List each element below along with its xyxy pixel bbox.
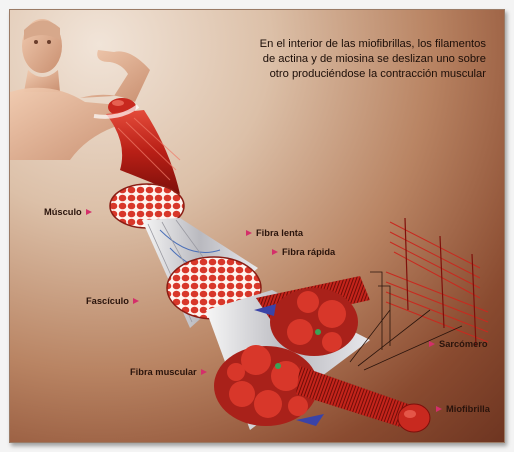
label-miofibrilla: Miofibrilla <box>436 404 490 414</box>
label-fibra-muscular-text: Fibra muscular <box>130 367 197 377</box>
muscle-fiber-bundle <box>206 276 370 430</box>
muscle-strand <box>93 104 181 194</box>
label-musculo: Músculo <box>44 207 92 217</box>
sarcomere-filaments <box>349 217 489 371</box>
arrow-right-icon <box>436 406 442 412</box>
arrow-right-icon <box>200 369 207 375</box>
arrow-right-icon <box>272 249 278 255</box>
label-miofibrilla-text: Miofibrilla <box>446 404 490 414</box>
arrow-right-icon <box>429 341 435 347</box>
label-fibra-lenta-text: Fibra lenta <box>256 228 304 238</box>
myofibril-strand <box>296 366 431 433</box>
label-fibra-muscular: Fibra muscular <box>130 367 207 377</box>
label-fibra-rapida-text: Fibra rápida <box>282 247 336 257</box>
human-figure <box>10 19 150 160</box>
arrow-right-icon <box>246 230 252 236</box>
label-sarcomero-text: Sarcómero <box>439 339 488 349</box>
arrow-right-icon <box>132 298 139 304</box>
muscle-structure-illustration <box>10 19 489 433</box>
label-fibra-lenta: Fibra lenta <box>246 228 303 238</box>
label-musculo-text: Músculo <box>44 207 82 217</box>
label-sarcomero: Sarcómero <box>429 339 488 349</box>
label-fasciculo-text: Fascículo <box>86 296 129 306</box>
illustration-panel: En el interior de las miofibrillas, los … <box>9 9 505 443</box>
diagram-caption: En el interior de las miofibrillas, los … <box>259 38 486 80</box>
label-fibra-rapida: Fibra rápida <box>272 247 335 257</box>
label-fasciculo: Fascículo <box>86 296 139 306</box>
arrow-right-icon <box>85 209 92 215</box>
